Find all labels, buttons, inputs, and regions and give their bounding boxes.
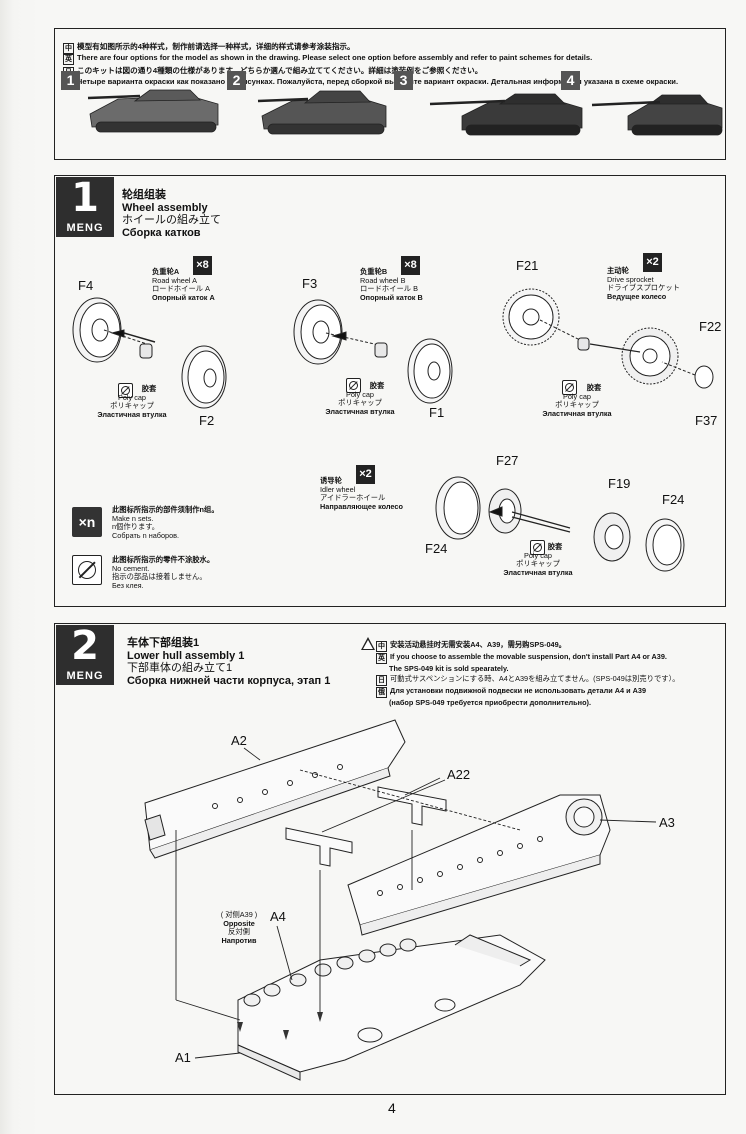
part-label-a22: A22 [447,767,471,782]
intro-line-cn: 中模型有如图所示的4种样式，制作前请选择一种样式，详细的样式请参考涂装指示。 [63,42,355,54]
option-1-badge: 1 [61,71,80,90]
no-cement-legend-icon [72,555,102,585]
intro-box: 中模型有如图所示的4种样式，制作前请选择一种样式，详细的样式请参考涂装指示。 英… [54,28,726,160]
legend-make-n-sets: 此图标所指示的部件须制作n组。Make n sets.n個作ります。Собрат… [112,505,219,540]
no-cement-icon [118,383,133,398]
idler-wheel-qty-badge: ×2 [356,465,375,484]
idler-wheel-drawing [435,476,685,572]
part-label-f27: F27 [496,453,519,468]
bracket-a22-drawing [285,786,447,867]
drive-sprocket-qty-badge: ×2 [643,253,662,272]
hull-side-plate-a2-drawing [144,719,406,859]
part-label-f37: F37 [695,413,718,428]
hull-floor-a1-drawing [237,934,546,1081]
no-cement-icon [346,378,361,393]
road-wheel-b-qty-badge: ×8 [401,256,420,275]
step-1-title: 轮组组装 Wheel assembly ホイールの組み立て Сборка кат… [122,189,221,239]
part-label-f19: F19 [608,476,631,491]
option-2-badge: 2 [227,71,246,90]
make-n-sets-icon: ×n [72,507,102,537]
part-label-a2: A2 [231,733,247,748]
part-label-f4: F4 [78,278,94,293]
tank-option-1-illustration [87,89,219,133]
tank-option-3-illustration [429,93,583,136]
tank-option-4-illustration [591,94,723,136]
tank-option-2-illustration [257,90,387,135]
option-3-badge: 3 [394,71,413,90]
step-2-badge: 2 MENG [56,623,114,685]
road-wheel-f3-drawing [293,299,453,404]
road-wheel-a-qty-badge: ×8 [193,256,212,275]
part-label-f24-right: F24 [662,492,685,507]
step-1-badge: 1 MENG [56,175,114,237]
page-number: 4 [388,1100,396,1116]
part-label-f22: F22 [699,319,722,334]
part-label-f1: F1 [429,405,445,420]
part-label-f24-left: F24 [425,541,448,556]
part-label-a4: A4 [270,909,286,924]
opposite-side-note: ( 对侧A39 ) Opposite 反対側 Напротив [220,910,258,945]
no-cement-icon [562,380,577,395]
drive-sprocket-drawing [502,288,714,389]
part-label-f3: F3 [302,276,318,291]
part-label-f2: F2 [199,413,215,428]
legend-no-cement: 此图标所指示的零件不涂胶水。No cement.指示の部品は接着しません。Без… [112,555,215,590]
part-label-a1: A1 [175,1050,191,1065]
meng-logo: MENG [66,670,104,682]
hull-side-plate-a3-drawing [347,794,611,936]
part-label-a3: A3 [659,815,675,830]
step-2-title: 车体下部组装1 Lower hull assembly 1 下部車体の組み立て1… [127,637,331,687]
part-label-f21: F21 [516,258,539,273]
road-wheel-f4-drawing [72,297,227,409]
no-cement-icon [530,540,545,555]
warning-icon [361,637,375,650]
meng-logo: MENG [66,222,104,234]
option-4-badge: 4 [561,71,580,90]
